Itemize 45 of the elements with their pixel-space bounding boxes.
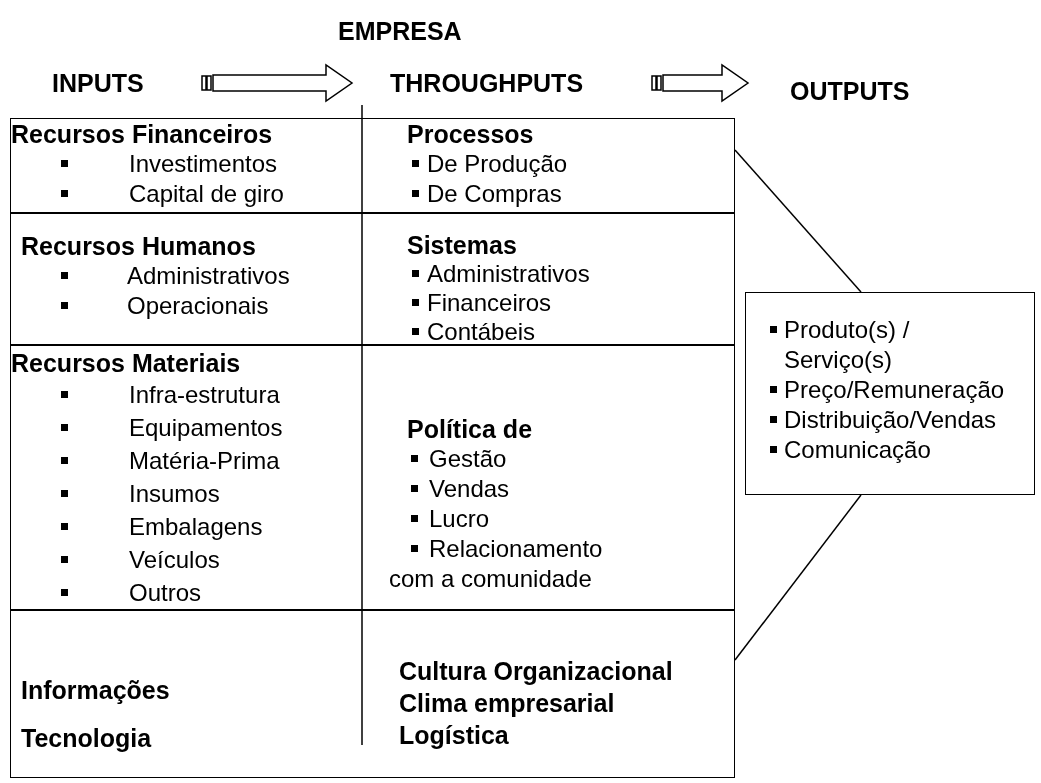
block-arrow: [651, 63, 750, 103]
output-box: [745, 292, 1035, 495]
cell-heading: Tecnologia: [20, 723, 153, 754]
cell-heading: Clima empresarial: [398, 688, 616, 719]
list-item: Administrativos: [11, 261, 363, 291]
cell-heading: Processos: [406, 119, 535, 149]
list-item: Financeiros: [363, 288, 734, 317]
list-item: Vendas: [363, 474, 629, 504]
block-arrow: [201, 63, 354, 103]
cell-heading: Recursos Materiais: [11, 348, 242, 378]
list-item: Embalagens: [11, 510, 363, 543]
list-item: Contábeis: [363, 317, 734, 346]
list-item: Capital de giro: [11, 179, 363, 209]
list-item: Outros: [11, 576, 363, 609]
cell-heading: Informações: [20, 675, 171, 706]
column-heading: OUTPUTS: [748, 76, 948, 106]
company-frame: [10, 118, 735, 778]
list-item: De Compras: [363, 179, 734, 209]
connector-line: [734, 494, 862, 661]
column-heading: THROUGHPUTS: [352, 68, 652, 98]
cell-heading: Política de: [406, 414, 534, 444]
list-item: Infra-estrutura: [11, 378, 363, 411]
list-item: Preço/Remuneração: [746, 375, 1014, 405]
list-item: Operacionais: [11, 291, 363, 321]
list-item: De Produção: [363, 149, 734, 179]
list-item: Insumos: [11, 477, 363, 510]
cell-heading: Recursos Financeiros: [11, 119, 274, 149]
list-item: Administrativos: [363, 259, 734, 288]
cell-heading: Sistemas: [406, 231, 518, 259]
diagram-label: EMPRESA: [338, 16, 462, 46]
cell-heading: Cultura Organizacional: [398, 656, 674, 687]
list-item: Relacionamento com a comunidade: [363, 534, 629, 594]
list-item: Produto(s) / Serviço(s): [746, 315, 1014, 375]
cell-heading: Logística: [398, 720, 510, 751]
list-item: Comunicação: [746, 435, 1014, 465]
list-item: Matéria-Prima: [11, 444, 363, 477]
column-heading: INPUTS: [52, 68, 202, 98]
list-item: Equipamentos: [11, 411, 363, 444]
list-item: Distribuição/Vendas: [746, 405, 1014, 435]
list-item: Gestão: [363, 444, 629, 474]
list-item: Investimentos: [11, 149, 363, 179]
connector-line: [734, 149, 862, 293]
list-item: Veículos: [11, 543, 363, 576]
cell-heading: Recursos Humanos: [20, 231, 257, 261]
list-item: Lucro: [363, 504, 629, 534]
